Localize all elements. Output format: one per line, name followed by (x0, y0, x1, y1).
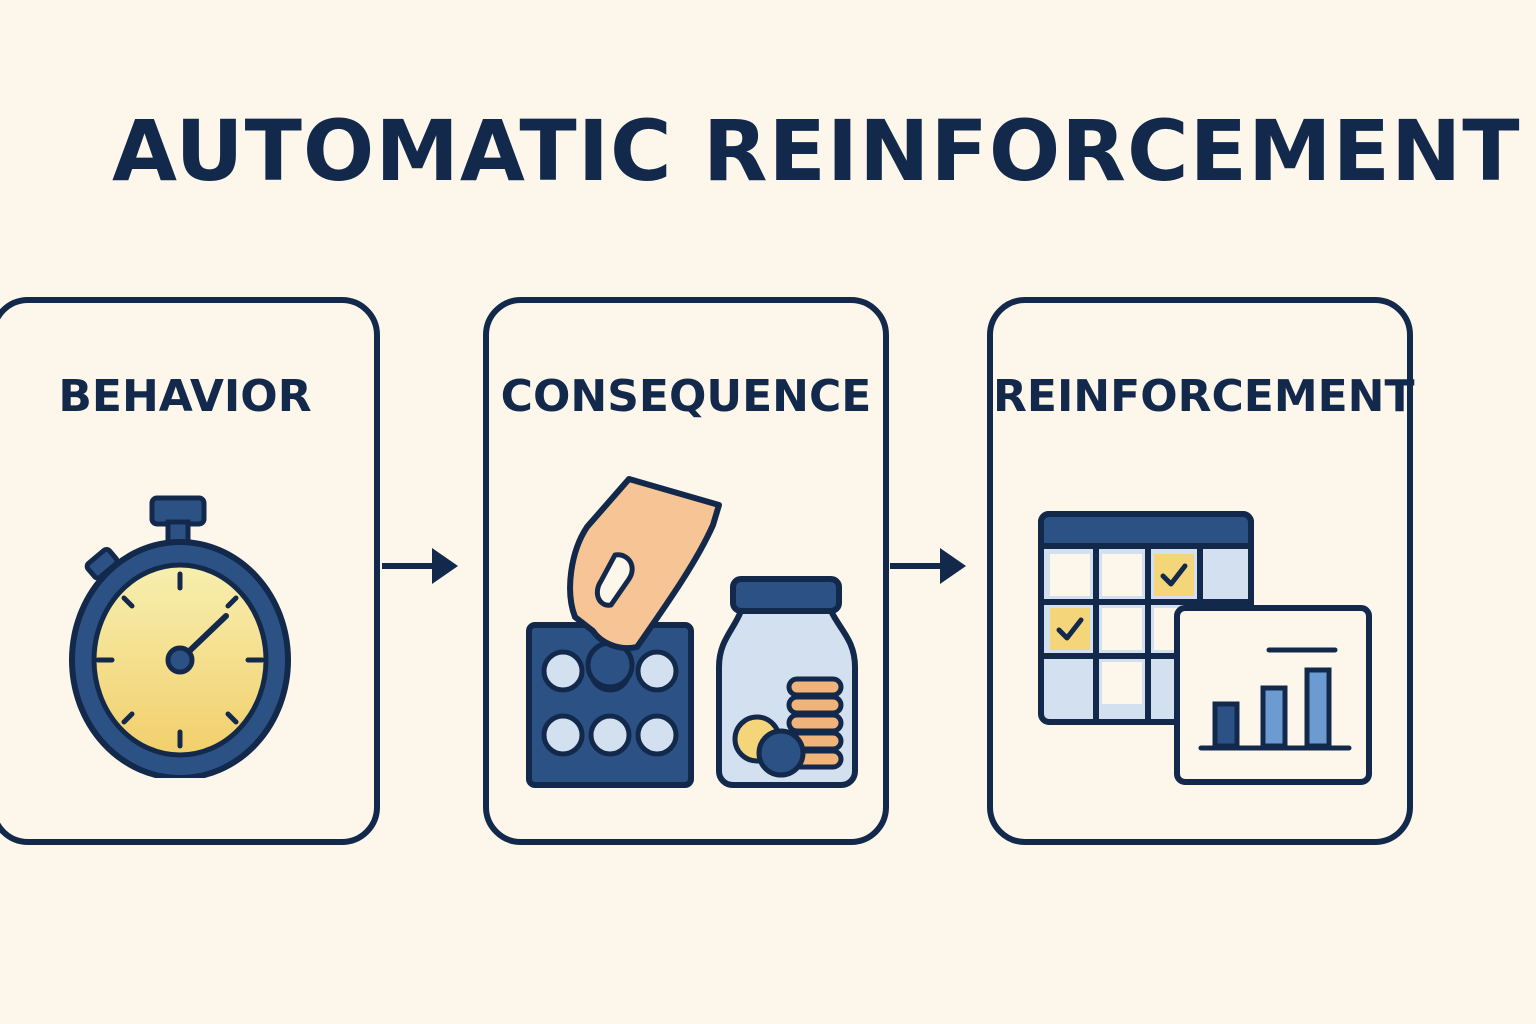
consequence-card: CONSEQUENCE (483, 297, 889, 845)
calendar-chart-icon (1038, 511, 1372, 785)
behavior-card: BEHAVIOR (0, 297, 380, 845)
arrow-right-icon (382, 548, 458, 584)
consequence-label: CONSEQUENCE (500, 371, 872, 422)
arrow-right-icon (890, 548, 966, 584)
reinforcement-card: REINFORCEMENT (987, 297, 1415, 845)
reinforcement-label: REINFORCEMENT (993, 371, 1415, 422)
page-title: AUTOMATIC REINFORCEMENT (112, 102, 1521, 200)
stopwatch-icon (69, 495, 291, 778)
token-jar-icon (526, 476, 858, 788)
behavior-label: BEHAVIOR (58, 371, 312, 422)
